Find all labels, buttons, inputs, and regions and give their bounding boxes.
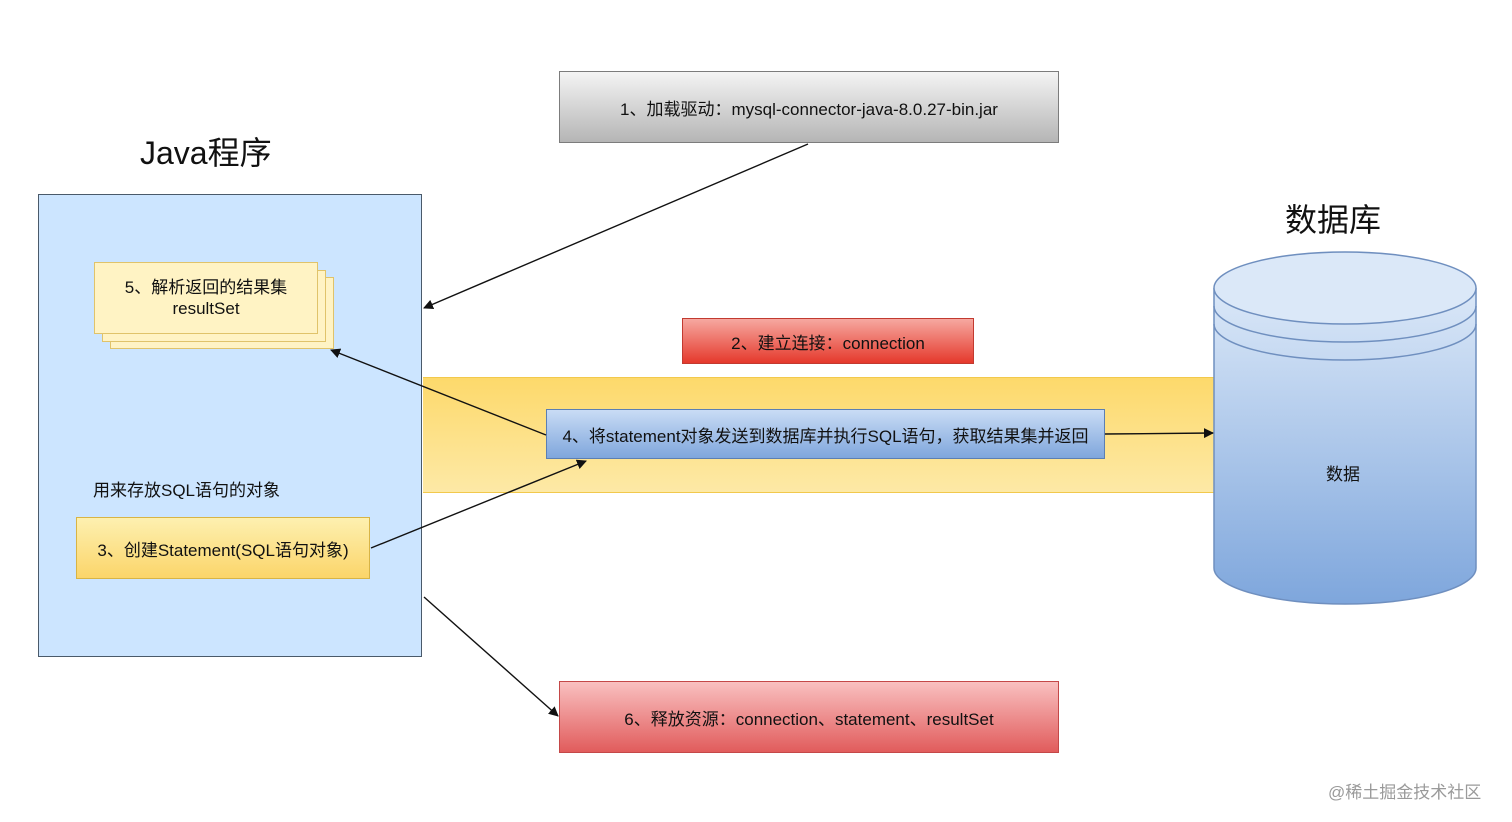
java-program-title: Java程序	[140, 135, 272, 171]
statement-note: 用来存放SQL语句的对象	[93, 481, 281, 500]
watermark: @稀土掘金技术社区	[1328, 783, 1482, 802]
arrow-step4-to-database	[1104, 428, 1214, 439]
step2-connection: 2、建立连接：connection	[682, 318, 974, 364]
database-cylinder	[1213, 251, 1477, 605]
step4-execute-sql: 4、将statement对象发送到数据库并执行SQL语句，获取结果集并返回	[546, 409, 1105, 459]
step5-resultset-box: 5、解析返回的结果集 resultSet	[94, 262, 318, 334]
step3-create-statement: 3、创建Statement(SQL语句对象)	[76, 517, 370, 579]
database-data-label: 数据	[1326, 465, 1360, 484]
arrow-java-to-release	[423, 596, 559, 717]
arrow-statement-to-step4	[370, 459, 587, 549]
arrow-step4-to-resultset	[330, 348, 547, 436]
step5-resultset-label: resultSet	[172, 299, 240, 318]
step5-label: 5、解析返回的结果集	[124, 278, 288, 297]
arrow-driver-to-java	[423, 143, 809, 310]
step6-release-resources: 6、释放资源：connection、statement、resultSet	[559, 681, 1059, 753]
database-title: 数据库	[1285, 202, 1382, 238]
step1-load-driver: 1、加载驱动：mysql-connector-java-8.0.27-bin.j…	[559, 71, 1059, 143]
